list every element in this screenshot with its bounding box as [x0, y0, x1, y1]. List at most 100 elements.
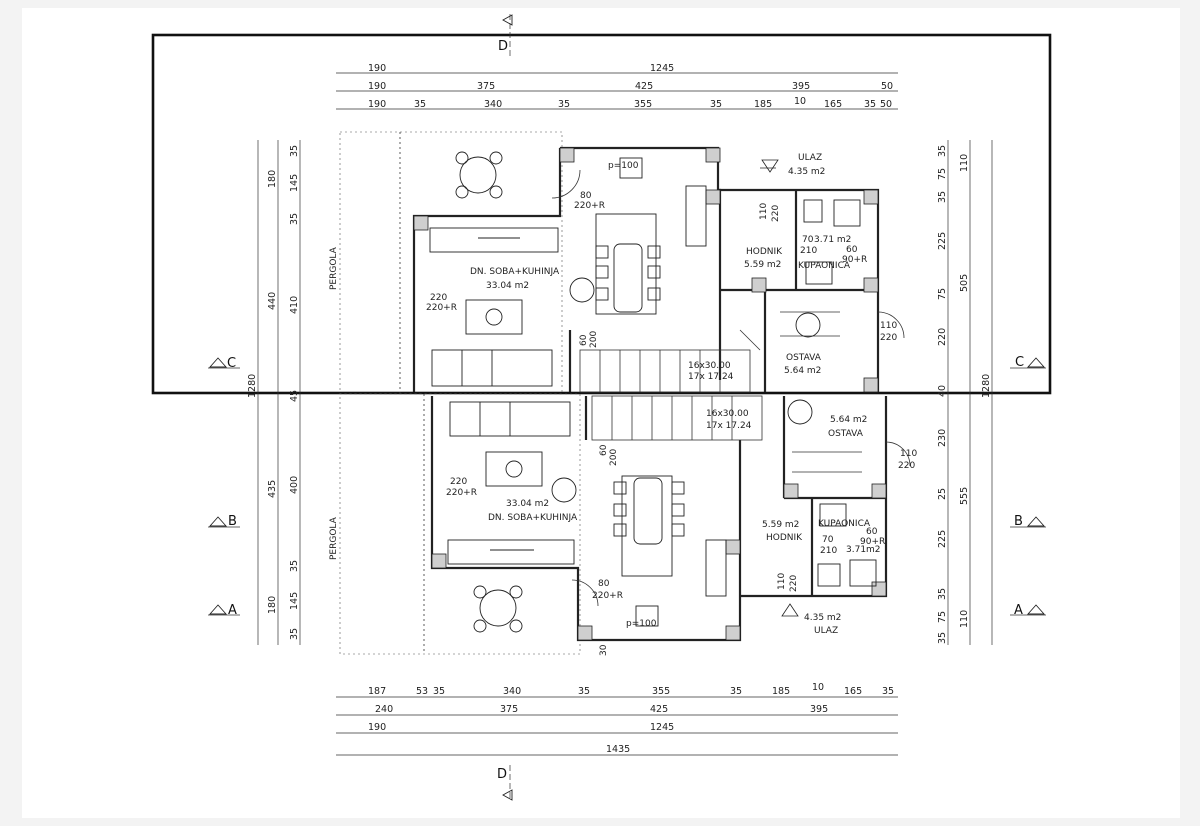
room-labels-bottom: 33.04 m2 DN. SOBA+KUHINJA HODNIK 5.59 m2…	[488, 409, 881, 636]
top-bath-name: KUPAONICA	[798, 261, 851, 271]
bot-entry-name: ULAZ	[814, 626, 838, 636]
dim-right-mid-top-0: 110	[959, 154, 970, 172]
dim-right-mid-bot-0: 555	[959, 487, 970, 505]
dim-top-r3-7: 10	[794, 96, 806, 107]
pergola-top: PERGOLA	[329, 131, 563, 395]
dim-right-in-bot-3: 35	[937, 588, 948, 600]
dim-right-in-top-4: 75	[937, 288, 948, 300]
dim-bot-r2-1: 375	[500, 704, 518, 715]
dimensions-left: 1280 180 440 435 180 35 145 35 410 45 40…	[247, 140, 301, 645]
top-stor-110: 110	[880, 321, 897, 331]
dim-bot-r3-0: 190	[368, 722, 386, 733]
dim-top-r3-2: 340	[484, 99, 502, 110]
bot-hall-door-b: 220	[789, 575, 799, 592]
top-entry-area: 4.35 m2	[788, 167, 825, 177]
dim-left-in-bot-2: 145	[289, 592, 300, 610]
section-label-c-right: C	[1015, 355, 1024, 370]
top-bath-210: 210	[800, 246, 817, 256]
bottom-unit-walls	[430, 396, 888, 642]
dim-right-in-top-6: 40	[937, 385, 948, 397]
top-hall-door-b: 220	[771, 205, 781, 222]
dim-bot-r2-3: 395	[810, 704, 828, 715]
section-label-c-left: C	[227, 356, 236, 371]
dim-right-in-bot-0: 230	[937, 429, 948, 447]
top-entry-name: ULAZ	[798, 153, 822, 163]
dim-bot-r1-3: 340	[503, 686, 521, 697]
bot-bath-area: 3.71m2	[846, 545, 881, 555]
bot-stor-110: 110	[900, 449, 917, 459]
dimensions-right: 1280 110 505 555 110 35 75 35 225 75 220…	[937, 140, 993, 645]
bot-win: 220	[450, 477, 467, 487]
section-label-d-top: D	[498, 39, 508, 54]
top-door1: 80	[580, 191, 592, 201]
dim-left-in-top-2: 35	[289, 213, 300, 225]
drawing-sheet	[22, 8, 1180, 818]
top-bath-60: 60	[846, 245, 858, 255]
top-hall-name: HODNIK	[746, 247, 783, 257]
top-living-name: DN. SOBA+KUHINJA	[470, 267, 560, 277]
section-mark-c-right: C	[1010, 355, 1046, 370]
top-win: 220	[430, 293, 447, 303]
dim-top-r3-0: 190	[368, 99, 386, 110]
bot-storage-area: 5.64 m2	[830, 415, 867, 425]
dim-right-in-bot-5: 35	[937, 632, 948, 644]
bot-bath-60: 60	[866, 527, 878, 537]
top-stor-220: 220	[880, 333, 897, 343]
pergola-label-bottom: PERGOLA	[329, 516, 339, 560]
top-stairs-2: 17x 17.24	[688, 372, 734, 382]
dim-top-r3-5: 35	[710, 99, 722, 110]
dim-left-in-bot-3: 35	[289, 628, 300, 640]
top-stairs-1: 16x30.00	[688, 361, 731, 371]
bot-stairs-2: 17x 17.24	[706, 421, 752, 431]
bot-hall-name: HODNIK	[766, 533, 803, 543]
dim-left-mid-bot-1: 180	[267, 596, 278, 614]
dim-bot-r2-0: 240	[375, 704, 393, 715]
bot-entry-area: 4.35 m2	[804, 613, 841, 623]
dim-bot-r1-5: 355	[652, 686, 670, 697]
dim-bot-r1-9: 165	[844, 686, 862, 697]
dim-right-in-top-0: 35	[937, 145, 948, 157]
section-label-b-right: B	[1014, 514, 1023, 529]
dim-right-in-top-3: 225	[937, 232, 948, 250]
section-label-d-bottom: D	[497, 767, 507, 782]
bot-stair-60: 60	[599, 444, 609, 456]
stairs-bottom	[591, 395, 763, 441]
dim-top-r2-4: 50	[881, 81, 893, 92]
dim-top-r3-10: 50	[880, 99, 892, 110]
section-mark-d-top: D	[498, 14, 513, 56]
dimensions-bottom: 187 53 35 340 35 355 35 185 10 165 35 24…	[336, 682, 898, 756]
top-living-area: 33.04 m2	[486, 281, 529, 291]
top-unit-walls	[412, 146, 880, 393]
section-label-a-left: A	[228, 603, 237, 618]
bot-stor-220: 220	[898, 461, 915, 471]
dim-right-in-bot-4: 75	[937, 611, 948, 623]
dim-left-in-top-4: 45	[289, 390, 300, 402]
section-mark-c-left: C	[208, 356, 240, 371]
top-bath-90: 90+R	[842, 255, 867, 265]
door-swings	[551, 159, 911, 617]
bot-door1b: 220+R	[592, 591, 623, 601]
furniture-bottom	[447, 399, 877, 633]
bot-hall-door: 110	[777, 573, 787, 590]
dim-left-in-top-0: 35	[289, 145, 300, 157]
bot-storage-name: OSTAVA	[828, 429, 864, 439]
top-storage-name: OSTAVA	[786, 353, 822, 363]
dim-left-outer: 1280	[247, 374, 258, 398]
dim-left-in-top-1: 145	[289, 174, 300, 192]
dim-bot-r1-4: 35	[578, 686, 590, 697]
bot-bath-name: KUPAONICA	[818, 519, 871, 529]
bot-stair-200: 200	[609, 449, 619, 466]
dim-bot-r1-2: 35	[433, 686, 445, 697]
dim-top-r3-8: 165	[824, 99, 842, 110]
top-bath-area: 3.71 m2	[814, 235, 851, 245]
dim-top-r3-4: 355	[634, 99, 652, 110]
dim-left-mid-top-0: 180	[267, 170, 278, 188]
dim-top-r3-9: 35	[864, 99, 876, 110]
opening-labels-top: 80 220+R 220 220+R 110 220 70 210 60 90+…	[426, 161, 897, 348]
top-bath-70: 70	[802, 235, 814, 245]
dimensions-top: 190 1245 190 375 425 395 50 190 35 340 3…	[336, 63, 898, 110]
dim-bot-r4-0: 1435	[606, 744, 630, 755]
bot-bath-90: 90+R	[860, 537, 885, 547]
top-p100: p=100	[608, 161, 639, 171]
